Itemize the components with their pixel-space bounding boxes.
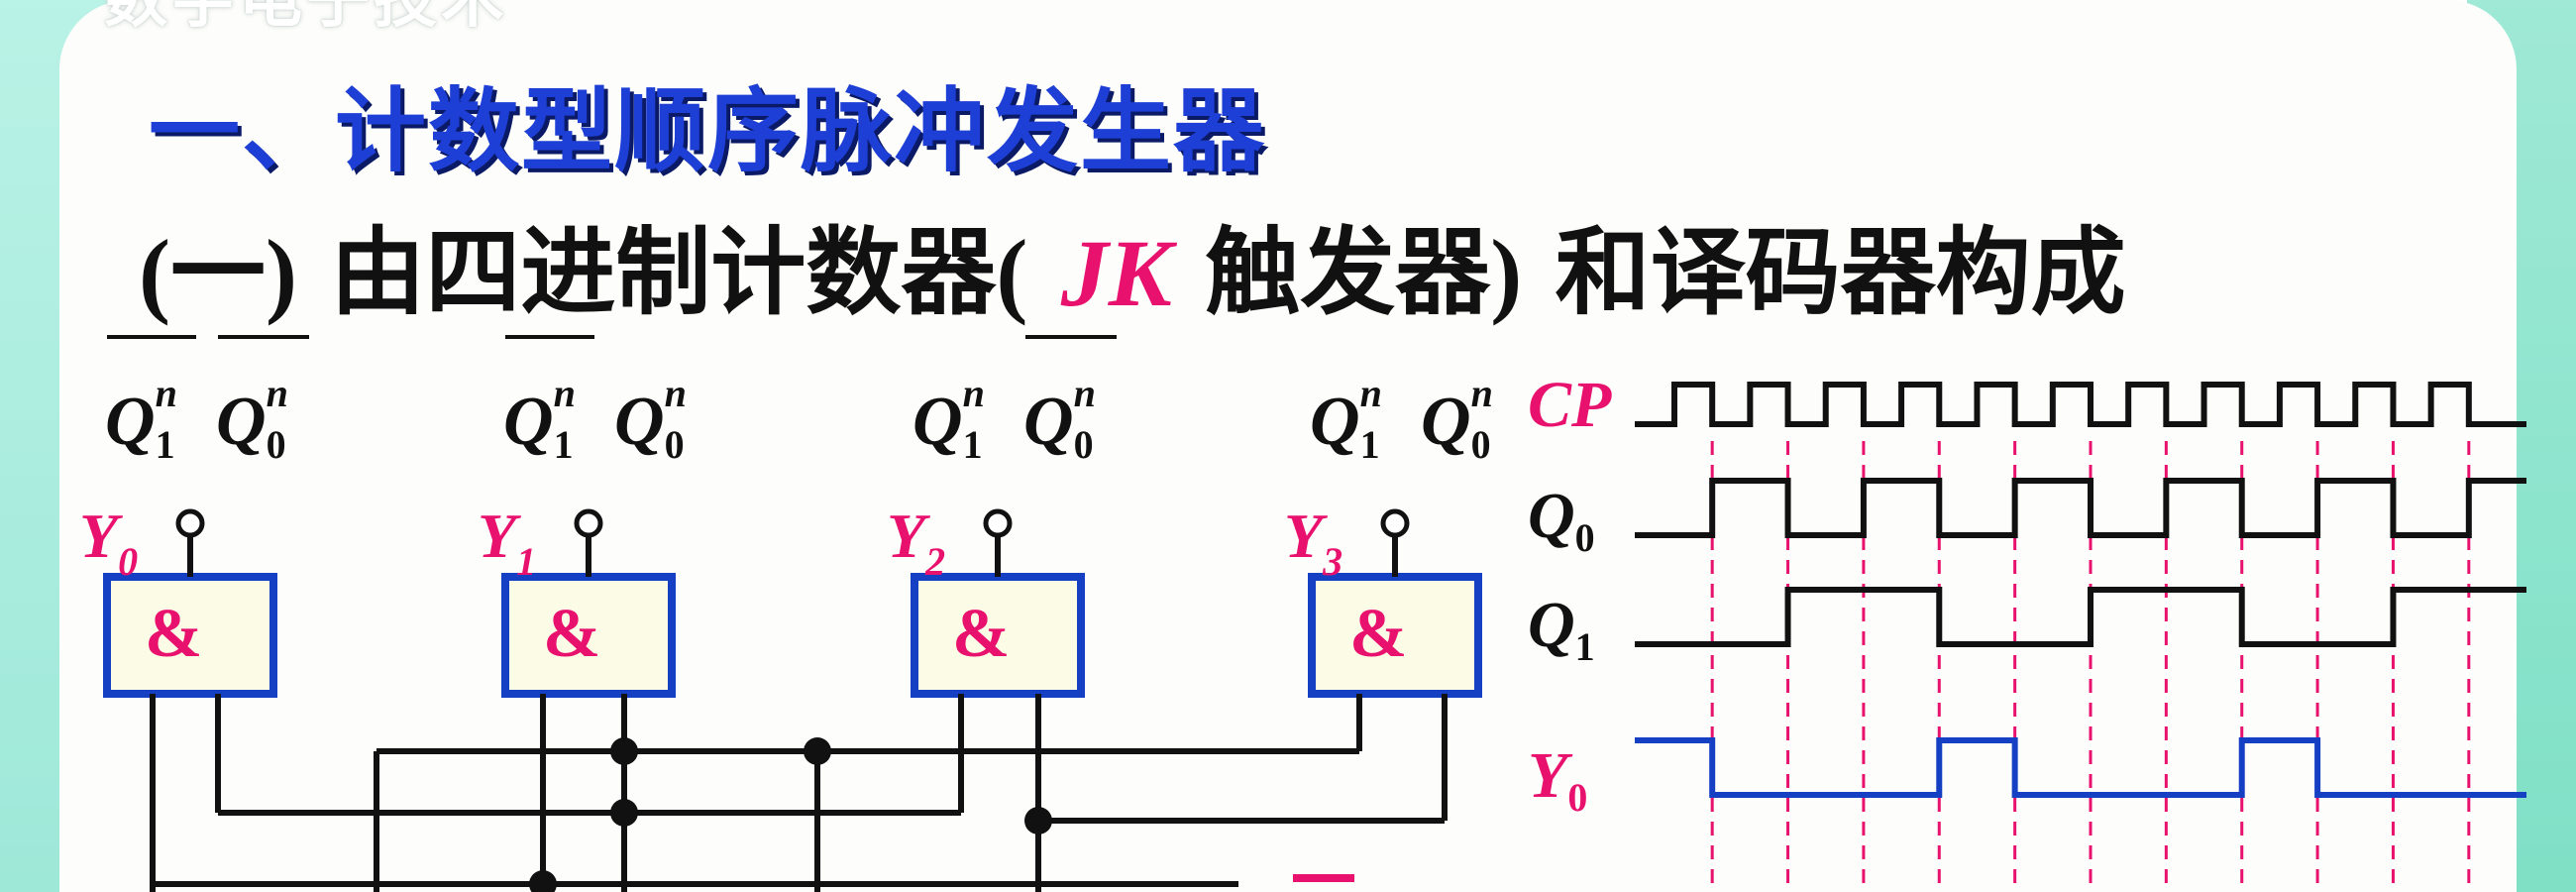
wire-junctions — [529, 737, 1052, 892]
inversion-bubble — [983, 508, 1013, 538]
and-gate-0: &Y0 — [79, 501, 277, 698]
inversion-bubble — [1380, 508, 1410, 538]
signal-label-3: Y0 — [1528, 739, 1587, 820]
svg-text:Q0n: Q0n — [216, 371, 288, 467]
slide-title: 一、计数型顺序脉冲发生器 — [149, 78, 1267, 184]
wiring — [150, 694, 1448, 892]
subtitle-text-before: 由四进制计数器 — [330, 217, 997, 328]
inversion-bubble — [175, 508, 205, 538]
svg-text:Q1n: Q1n — [1310, 371, 1382, 467]
signal-label-2: Q1 — [1528, 589, 1595, 669]
y0-waveform — [1635, 737, 2526, 798]
cp-waveform — [1635, 382, 2526, 427]
inversion-bubble — [574, 508, 603, 538]
and-gate-2: &Y2 — [887, 501, 1085, 698]
svg-text:Q0n: Q0n — [1421, 371, 1493, 467]
gate-2-input-label: Q1n Q0n — [912, 335, 1117, 467]
timing-waveforms — [1635, 382, 2526, 798]
and-gate-1: &Y1 — [478, 501, 676, 698]
and-gates: &Y0&Y1&Y2&Y3 — [79, 501, 1482, 698]
subtitle-close-paren: ) — [1490, 220, 1523, 326]
svg-text:Q1n: Q1n — [503, 371, 576, 467]
subtitle-open-paren: ( — [996, 220, 1028, 326]
gate-output-label: Y1 — [478, 501, 536, 584]
gate-output-label: Y0 — [79, 501, 138, 584]
gate-symbol: & — [952, 596, 1010, 672]
svg-text:Q0n: Q0n — [614, 371, 687, 467]
gate-0-input-label: Q1n Q0n — [105, 335, 309, 467]
slide-panel — [59, 0, 2517, 892]
subtitle-prefix: (一) — [139, 220, 297, 326]
signal-label-1: Q0 — [1528, 480, 1595, 560]
gate-output-label: Y2 — [887, 501, 945, 584]
svg-text:Q0n: Q0n — [1023, 371, 1096, 467]
gate-symbol: & — [145, 596, 202, 672]
section-subtitle: (一) 由四进制计数器( JK 触发器) 和译码器构成 — [139, 198, 2318, 348]
gate-input-labels: Q1n Q0n Q1n Q0n Q1n Q0n Q1n Q0n — [105, 335, 1493, 467]
subtitle-jk: JK — [1060, 220, 1172, 326]
and-gate-3: &Y3 — [1284, 501, 1482, 698]
svg-text:Q1n: Q1n — [912, 371, 985, 467]
background-header: 数字电子技术 — [104, 0, 508, 37]
subtitle-text-middle: 触发器 — [1205, 217, 1491, 328]
pink-bar-marker — [1293, 874, 1354, 882]
svg-text:Q1n: Q1n — [105, 371, 177, 467]
gate-output-label: Y3 — [1284, 501, 1342, 584]
gate-3-input-label: Q1n Q0n — [1310, 371, 1493, 467]
q1-waveform — [1635, 587, 2526, 647]
gate-1-input-label: Q1n Q0n — [503, 335, 687, 467]
gate-symbol: & — [1349, 596, 1407, 672]
gate-symbol: & — [543, 596, 600, 672]
subtitle-text-after: 和译码器构成 — [1555, 217, 2126, 328]
signal-label-0: CP — [1528, 369, 1612, 441]
q0-waveform — [1635, 478, 2526, 538]
